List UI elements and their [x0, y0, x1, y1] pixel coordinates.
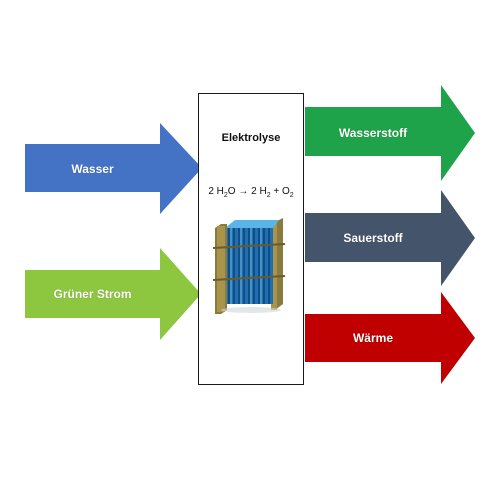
arrow-label-waerme: Wärme	[352, 331, 393, 345]
output-arrow-wasserstoff: Wasserstoff	[305, 85, 475, 181]
arrow-label-sauerstoff: Sauerstoff	[343, 231, 403, 245]
electrolyzer-stack-icon	[213, 218, 286, 314]
output-arrow-sauerstoff: Sauerstoff	[305, 190, 475, 286]
arrow-label-wasserstoff: Wasserstoff	[338, 126, 408, 140]
input-arrow-wasser: Wasser	[25, 123, 202, 214]
arrow-shape	[305, 190, 475, 286]
arrow-shape	[25, 248, 201, 340]
input-arrow-gruener-strom: Grüner Strom	[25, 248, 201, 340]
arrow-label-gruener-strom: Grüner Strom	[53, 287, 132, 301]
arrow-shape	[25, 123, 202, 214]
arrow-shape	[305, 292, 475, 384]
output-arrow-waerme: Wärme	[305, 292, 475, 384]
arrow-shape	[305, 85, 475, 181]
electrolysis-title: Elektrolyse	[221, 132, 281, 144]
reaction-equation: 2 H2O → 2 H2 + O2	[208, 186, 294, 199]
electrolysis-box: Elektrolyse 2 H2O → 2 H2 + O2	[198, 93, 304, 385]
arrow-label-wasser: Wasser	[71, 161, 114, 176]
